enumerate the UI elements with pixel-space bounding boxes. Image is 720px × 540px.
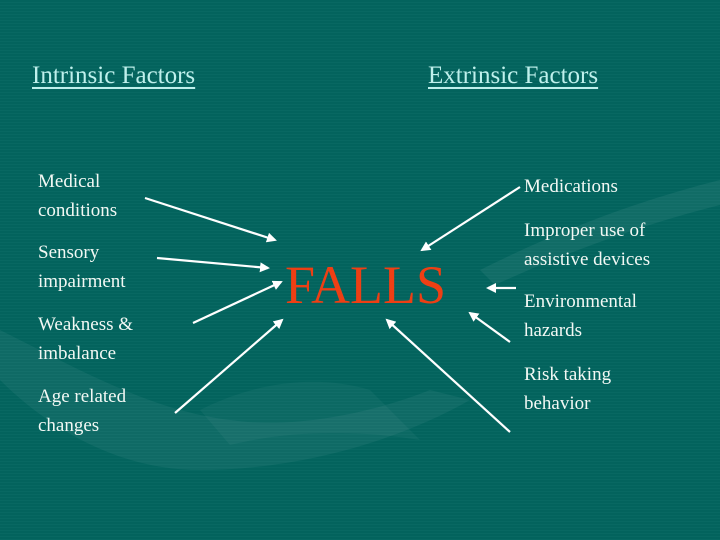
arrow-icon <box>420 186 521 252</box>
arrow-icon <box>156 256 270 273</box>
factor-line: Environmental <box>524 291 637 312</box>
arrow-icon <box>192 280 283 324</box>
extrinsic-factor-improper-assistive-devices: Improper use of assistive devices <box>524 216 714 274</box>
falls-label: FALLS <box>285 255 447 315</box>
factor-line: impairment <box>38 271 126 292</box>
intrinsic-factors-heading: Intrinsic Factors <box>32 62 196 89</box>
arrow-icon <box>385 318 511 433</box>
arrow-icon <box>144 196 277 243</box>
factor-line: Sensory <box>38 242 100 263</box>
intrinsic-factor-medical-conditions: Medical conditions <box>38 167 218 225</box>
intrinsic-factor-weakness-imbalance: Weakness & imbalance <box>38 310 218 368</box>
factor-line: conditions <box>38 200 118 221</box>
arrow-icon <box>468 311 511 343</box>
factor-line: Risk taking <box>524 364 612 385</box>
factor-line: hazards <box>524 320 583 341</box>
extrinsic-factors-heading: Extrinsic Factors <box>428 62 599 89</box>
arrow-icon <box>174 318 284 414</box>
extrinsic-factor-medications: Medications <box>524 172 714 201</box>
intrinsic-factor-sensory-impairment: Sensory impairment <box>38 238 218 296</box>
factor-line: Weakness & <box>38 314 134 335</box>
intrinsic-factor-age-related-changes: Age related changes <box>38 382 218 440</box>
factor-line: Age related <box>38 386 127 407</box>
factor-line: changes <box>38 415 100 436</box>
extrinsic-factor-risk-taking-behavior: Risk taking behavior <box>524 360 714 418</box>
factor-line: imbalance <box>38 343 117 364</box>
factor-line: Improper use of <box>524 220 646 241</box>
factor-line: Medical <box>38 171 101 192</box>
factor-line: assistive devices <box>524 249 651 270</box>
factor-line: Medications <box>524 176 618 197</box>
factor-line: behavior <box>524 393 591 414</box>
extrinsic-factor-environmental-hazards: Environmental hazards <box>524 287 714 345</box>
